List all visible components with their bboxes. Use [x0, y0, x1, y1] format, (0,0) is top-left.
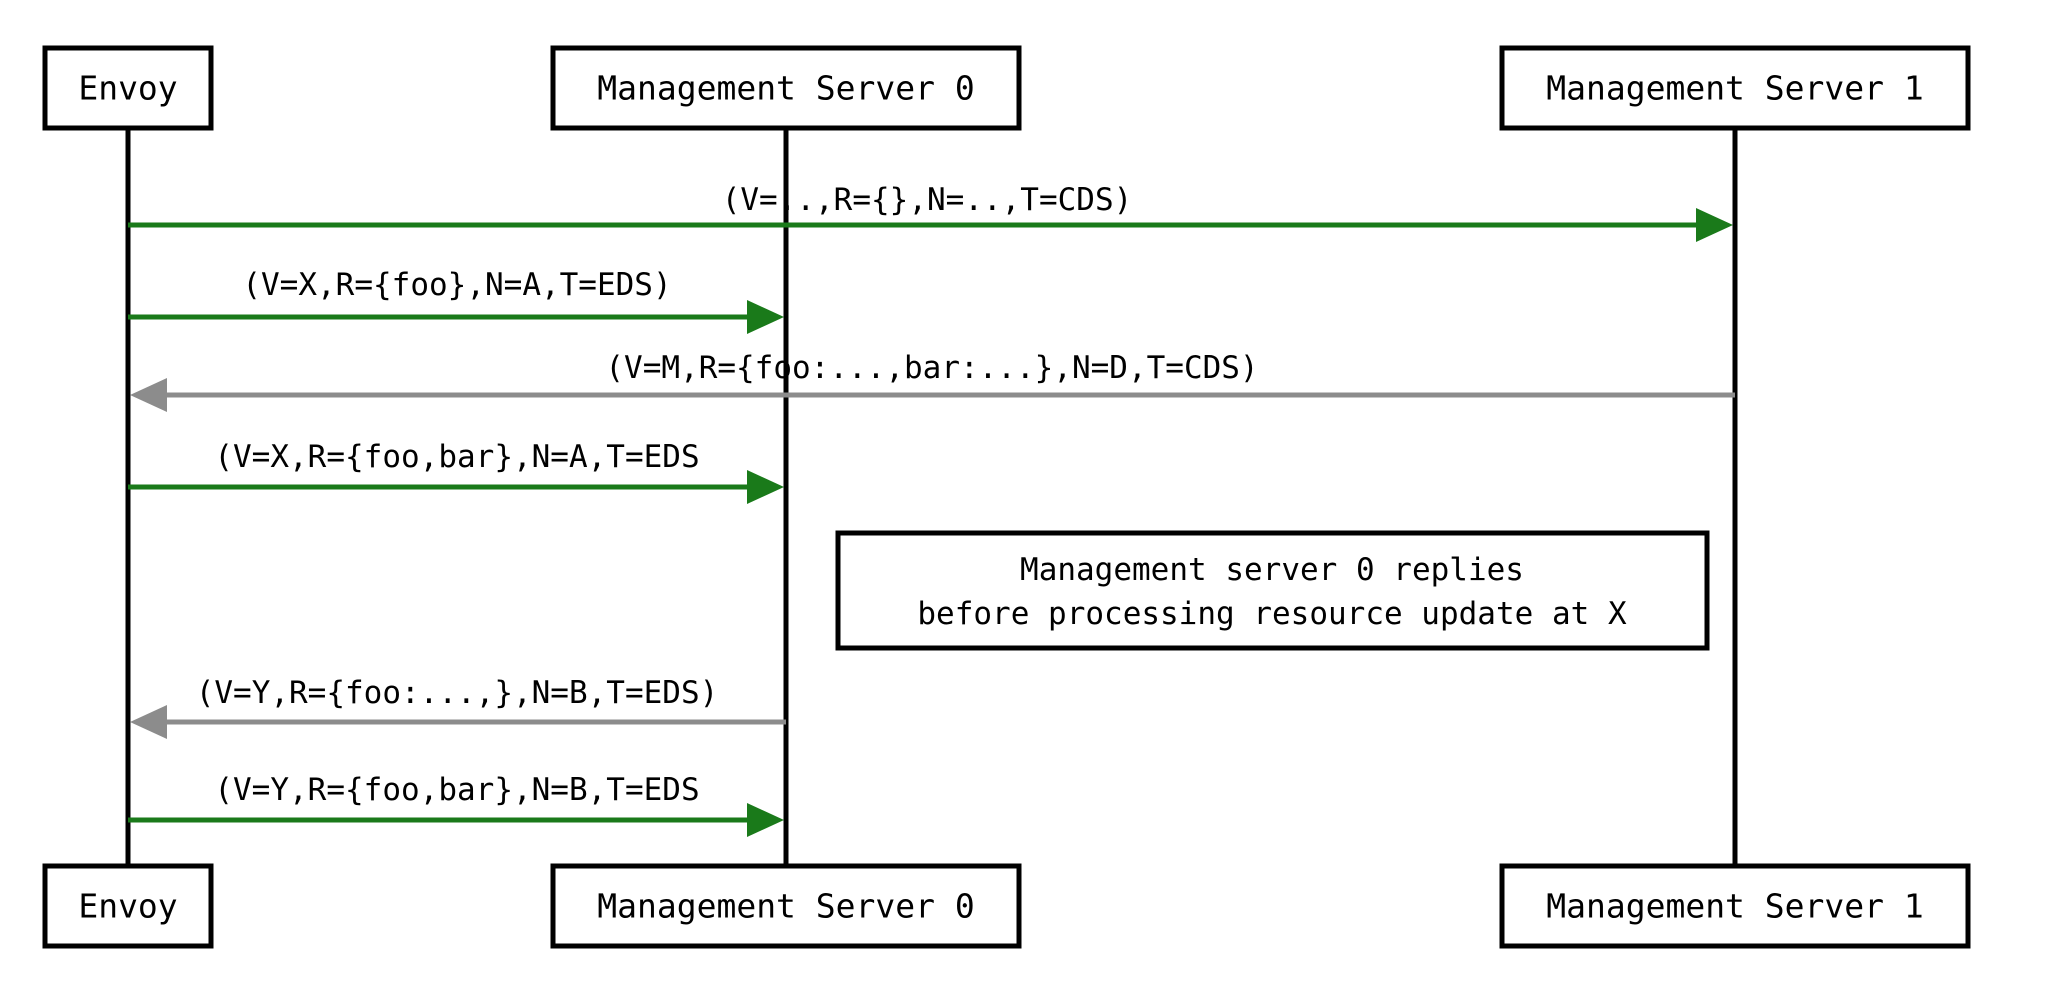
actor-header-management-server-1[interactable]: Management Server 1 — [1499, 45, 1971, 131]
actor-footer-envoy[interactable]: Envoy — [42, 863, 214, 949]
actor-footer-management-server-1-rect — [1499, 863, 1971, 949]
note-management-server-0-replies: Management server 0 replies before proce… — [835, 530, 1710, 651]
actor-header-management-server-0[interactable]: Management Server 0 — [550, 45, 1022, 131]
actor-footer-management-server-0[interactable]: Management Server 0 — [550, 863, 1022, 949]
actor-header-management-server-1-label: Management Server 1 — [1546, 69, 1924, 108]
message-3[interactable]: (V=M,R={foo:...,bar:...},N=D,T=CDS) — [130, 350, 1735, 412]
message-4[interactable]: (V=X,R={foo,bar},N=A,T=EDS — [128, 439, 784, 504]
actor-header-boxes: Envoy Management Server 0 Management Ser… — [42, 45, 1971, 131]
message-6-label: (V=Y,R={foo,bar},N=B,T=EDS — [214, 772, 699, 808]
message-5[interactable]: (V=Y,R={foo:...,},N=B,T=EDS) — [130, 675, 786, 739]
actor-header-envoy[interactable]: Envoy — [42, 45, 214, 131]
message-5-label: (V=Y,R={foo:...,},N=B,T=EDS) — [196, 675, 719, 711]
note-box-rect — [835, 530, 1710, 651]
message-6-arrowhead-icon — [747, 803, 784, 837]
actor-footer-management-server-1[interactable]: Management Server 1 — [1499, 863, 1971, 949]
message-4-label: (V=X,R={foo,bar},N=A,T=EDS — [214, 439, 699, 475]
message-5-arrowhead-icon — [130, 705, 167, 739]
message-1-arrowhead-icon — [1696, 208, 1733, 242]
message-2-label: (V=X,R={foo},N=A,T=EDS) — [242, 267, 671, 303]
actor-header-envoy-label: Envoy — [78, 69, 177, 108]
message-2[interactable]: (V=X,R={foo},N=A,T=EDS) — [128, 267, 784, 334]
actor-footer-boxes: Envoy Management Server 0 Management Ser… — [42, 863, 1971, 949]
actor-header-management-server-0-rect — [550, 45, 1022, 131]
actor-footer-management-server-1-label: Management Server 1 — [1546, 887, 1924, 926]
actor-header-envoy-rect — [42, 45, 214, 131]
message-3-arrowhead-icon — [130, 378, 167, 412]
actor-footer-management-server-0-rect — [550, 863, 1022, 949]
actor-footer-envoy-rect — [42, 863, 214, 949]
message-2-arrowhead-icon — [747, 300, 784, 334]
note-line-2: before processing resource update at X — [917, 596, 1627, 632]
message-3-label: (V=M,R={foo:...,bar:...},N=D,T=CDS) — [605, 350, 1258, 386]
message-4-arrowhead-icon — [747, 470, 784, 504]
lifelines-group — [125, 128, 1738, 866]
actor-header-management-server-0-label: Management Server 0 — [597, 69, 975, 108]
note-line-1: Management server 0 replies — [1020, 552, 1524, 588]
actor-footer-management-server-0-label: Management Server 0 — [597, 887, 975, 926]
message-1[interactable]: (V=..,R={},N=..,T=CDS) — [128, 182, 1733, 242]
message-1-label: (V=..,R={},N=..,T=CDS) — [722, 182, 1133, 218]
actor-footer-envoy-label: Envoy — [78, 887, 177, 926]
message-6[interactable]: (V=Y,R={foo,bar},N=B,T=EDS — [128, 772, 784, 837]
actor-header-management-server-1-rect — [1499, 45, 1971, 131]
